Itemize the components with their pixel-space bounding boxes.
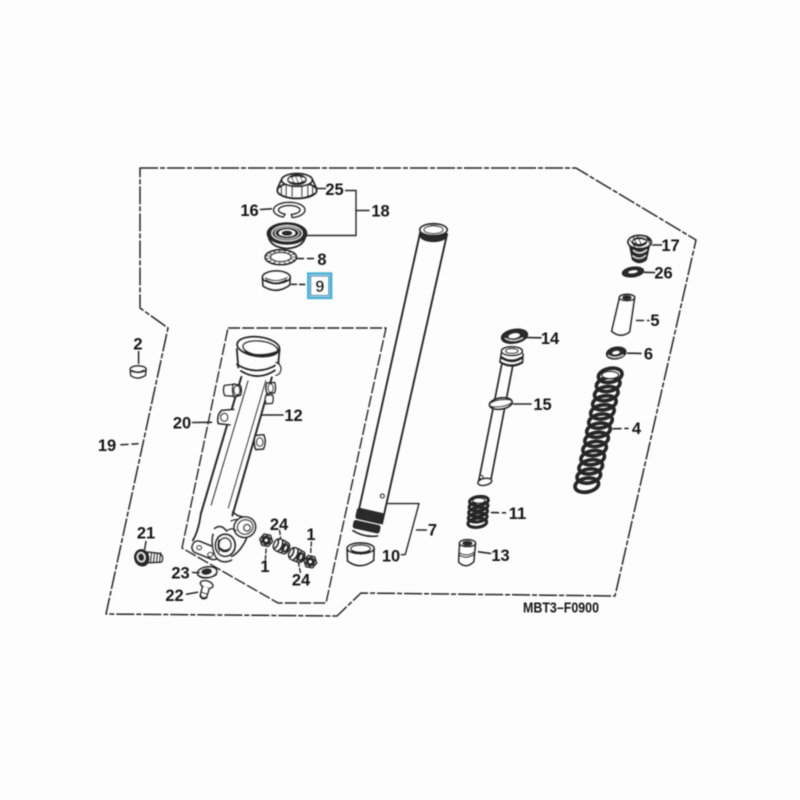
svg-text:18: 18 xyxy=(371,202,389,220)
svg-text:5: 5 xyxy=(650,312,659,330)
svg-text:7: 7 xyxy=(428,521,437,539)
svg-text:1: 1 xyxy=(306,526,315,544)
svg-text:9: 9 xyxy=(315,278,324,296)
svg-text:26: 26 xyxy=(654,264,672,282)
svg-text:MBT3–F0900: MBT3–F0900 xyxy=(523,601,599,617)
svg-text:17: 17 xyxy=(661,237,679,255)
svg-text:19: 19 xyxy=(98,437,116,455)
svg-text:11: 11 xyxy=(509,505,526,523)
svg-text:4: 4 xyxy=(632,420,642,438)
svg-text:21: 21 xyxy=(137,524,155,542)
svg-text:20: 20 xyxy=(173,414,191,432)
svg-text:8: 8 xyxy=(317,251,326,269)
svg-text:25: 25 xyxy=(325,181,343,199)
svg-text:15: 15 xyxy=(533,396,551,414)
svg-text:22: 22 xyxy=(165,587,183,605)
svg-text:24: 24 xyxy=(292,571,311,589)
svg-text:1: 1 xyxy=(260,558,269,576)
svg-text:2: 2 xyxy=(133,335,142,353)
svg-text:24: 24 xyxy=(270,516,289,534)
svg-text:16: 16 xyxy=(240,202,258,220)
svg-text:12: 12 xyxy=(284,407,302,425)
svg-text:6: 6 xyxy=(644,345,653,363)
svg-text:10: 10 xyxy=(382,547,400,565)
svg-text:14: 14 xyxy=(541,330,560,348)
svg-text:23: 23 xyxy=(171,564,189,582)
svg-text:13: 13 xyxy=(491,547,509,565)
